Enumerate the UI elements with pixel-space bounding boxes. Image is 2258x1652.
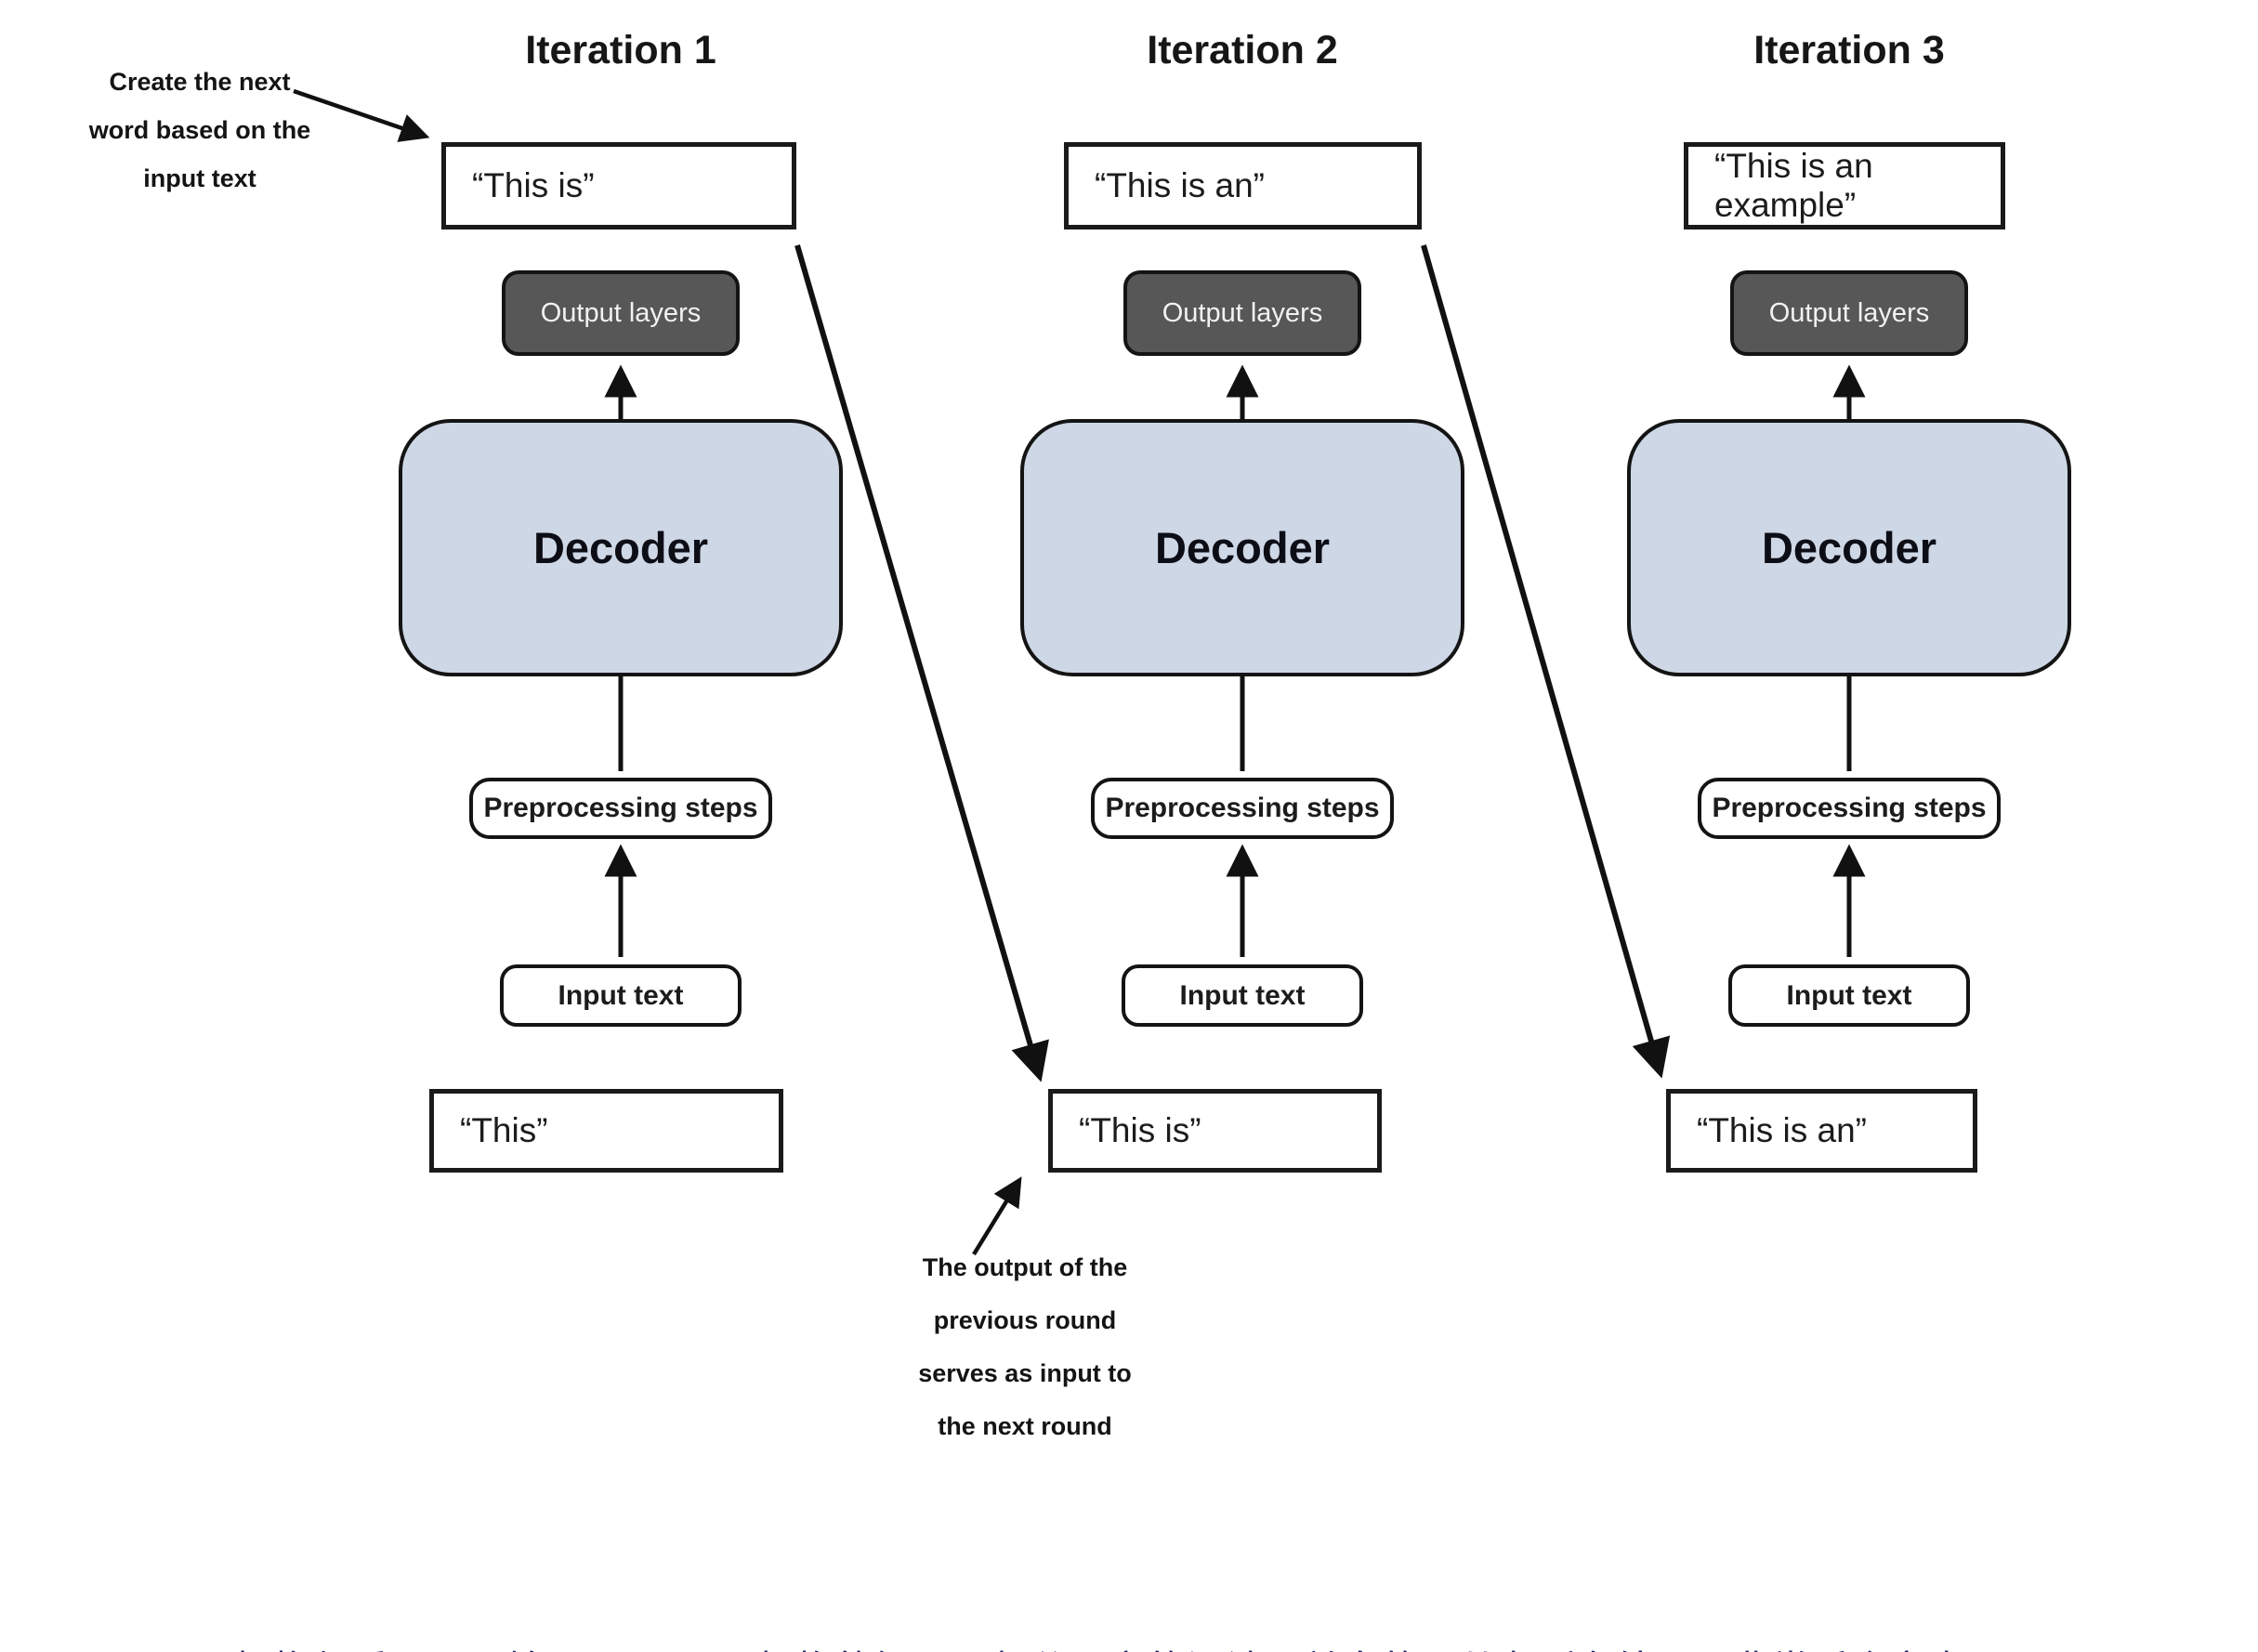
input-text-box-3: Input text — [1728, 964, 1970, 1027]
arrow-output1-to-context2 — [794, 244, 1049, 1082]
iteration-2-title: Iteration 2 — [1147, 28, 1338, 72]
input-text-box-2: Input text — [1122, 964, 1363, 1027]
generated-text-box-2: “This is an” — [1064, 142, 1422, 229]
bottom-annotation-line-1: The output of the — [922, 1253, 1128, 1281]
bottom-annotation-line-3: serves as input to — [918, 1359, 1132, 1387]
top-annotation-line-1: Create the next — [109, 68, 291, 96]
output-layers-box-2: Output layers — [1123, 270, 1361, 356]
iteration-3-title: Iteration 3 — [1753, 28, 1945, 72]
arrow-bottom-annotation-pointer — [972, 1176, 1022, 1256]
generated-text-box-3: “This is an example” — [1684, 142, 2005, 229]
context-text-box-2: “This is” — [1048, 1089, 1382, 1173]
figure-caption: 图 1.8 GPT 架构仅采用了原始Transformer架构的解码器部分。它的… — [17, 1522, 2247, 1652]
context-text-box-3: “This is an” — [1666, 1089, 1977, 1173]
top-annotation-line-2: word based on the — [88, 116, 311, 144]
input-text-box-1: Input text — [500, 964, 742, 1027]
arrow-top-annotation-pointer — [293, 88, 430, 142]
output-layers-box-3: Output layers — [1730, 270, 1968, 356]
context-text-box-1: “This” — [429, 1089, 783, 1173]
bottom-annotation-line-4: the next round — [938, 1412, 1112, 1440]
top-annotation: Create the next word based on the input … — [37, 58, 362, 203]
decoder-box-1: Decoder — [399, 419, 843, 676]
preprocessing-steps-box-3: Preprocessing steps — [1698, 778, 2001, 839]
decoder-box-3: Decoder — [1627, 419, 2071, 676]
arrow-output2-to-context3 — [1421, 244, 1671, 1079]
bottom-annotation: The output of the previous round serves … — [869, 1241, 1181, 1453]
figure-caption-line-1: 图 1.8 GPT 架构仅采用了原始Transformer架构的解码器部分。它的… — [17, 1641, 2247, 1652]
iteration-1-title: Iteration 1 — [525, 28, 716, 72]
decoder-box-2: Decoder — [1020, 419, 1464, 676]
bottom-annotation-line-2: previous round — [933, 1306, 1117, 1334]
output-layers-box-1: Output layers — [502, 270, 740, 356]
preprocessing-steps-box-2: Preprocessing steps — [1091, 778, 1394, 839]
preprocessing-steps-box-1: Preprocessing steps — [469, 778, 772, 839]
generated-text-box-1: “This is” — [441, 142, 796, 229]
top-annotation-line-3: input text — [143, 164, 256, 192]
